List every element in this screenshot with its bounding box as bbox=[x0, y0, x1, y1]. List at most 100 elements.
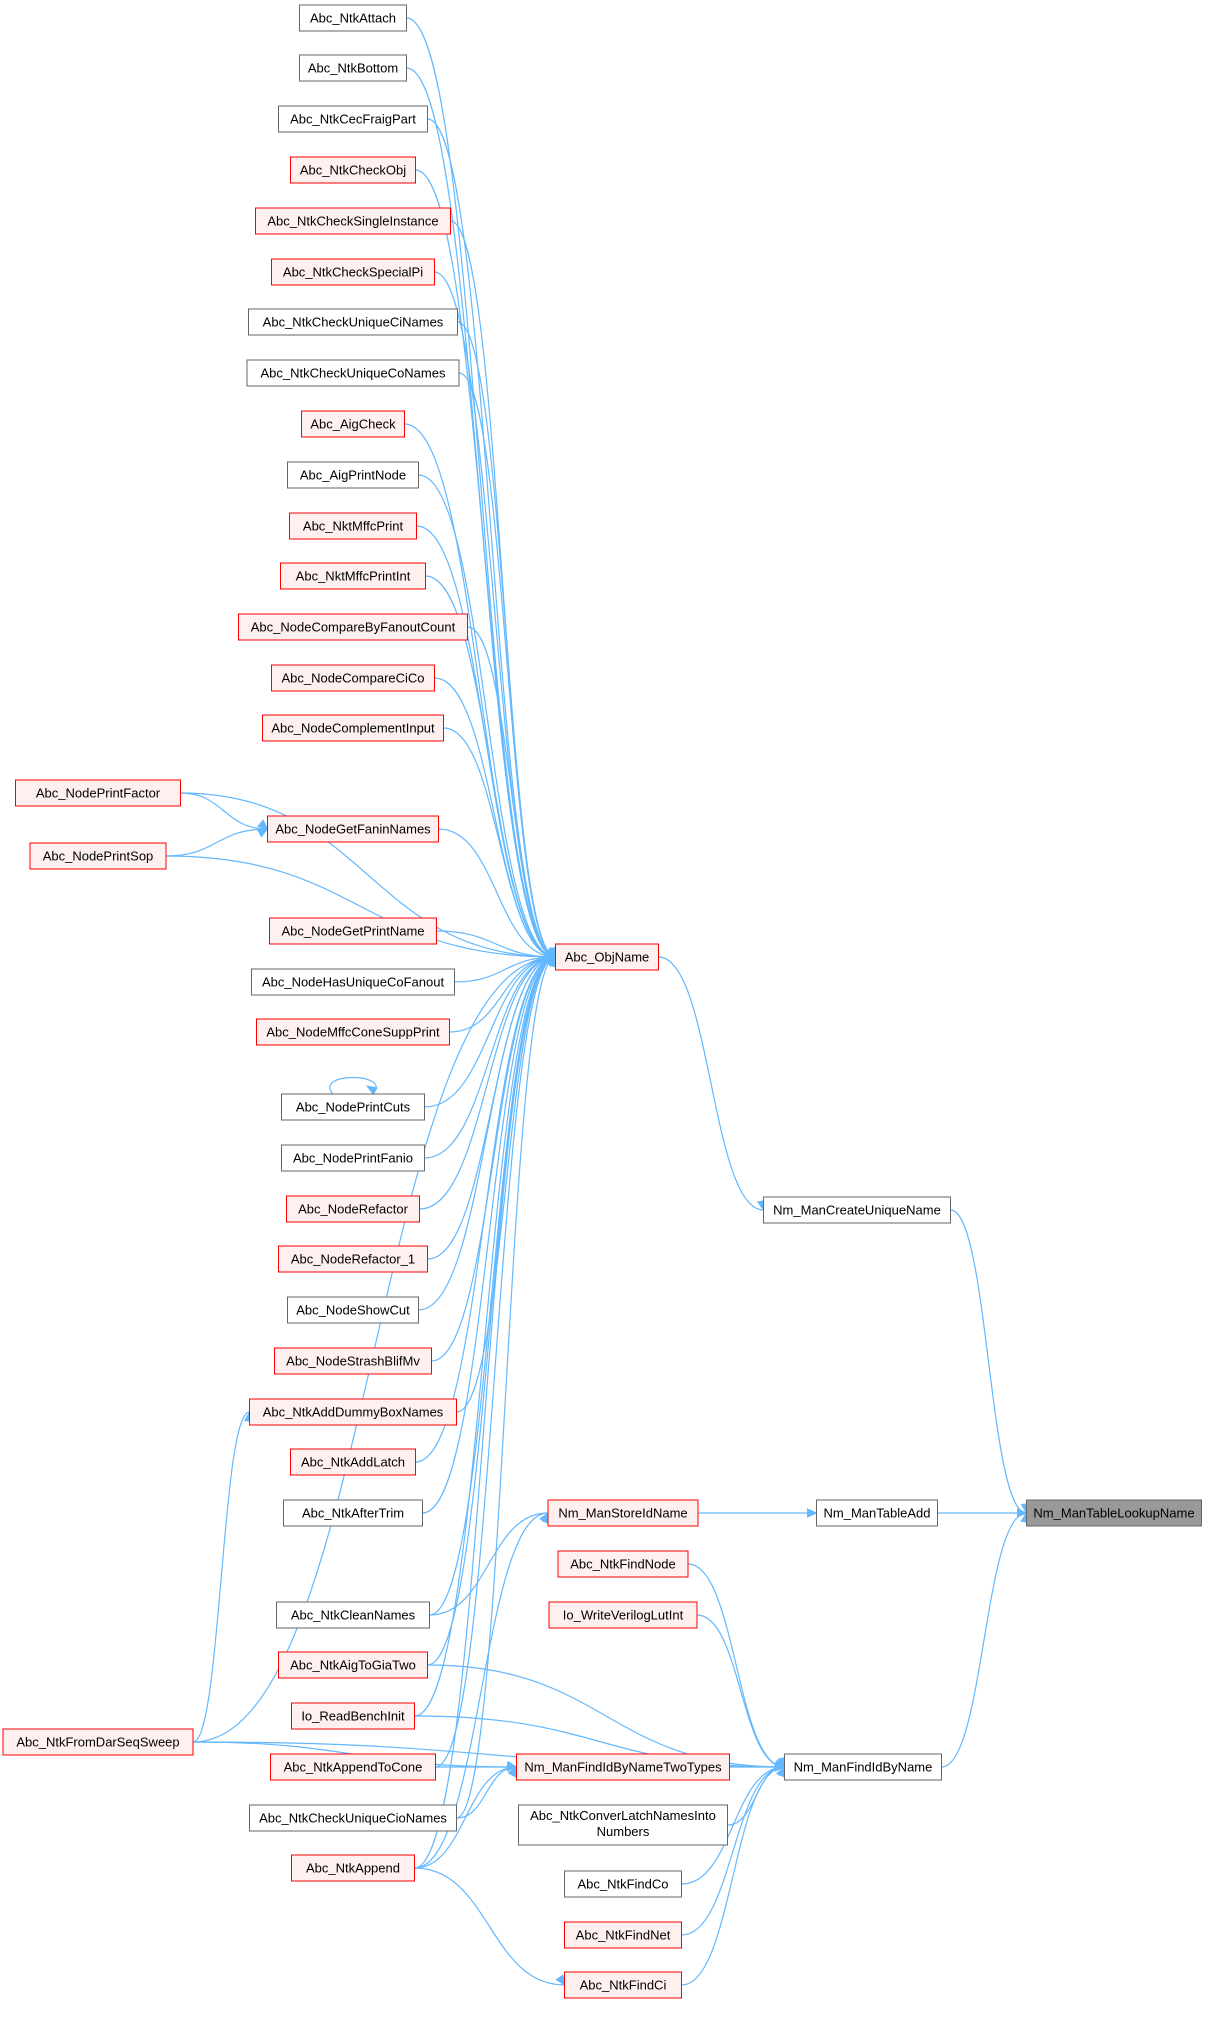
node-io-readbenchinit[interactable]: Io_ReadBenchInit bbox=[291, 1702, 415, 1730]
node-nm-manfindidbynametwotypes[interactable]: Nm_ManFindIdByNameTwoTypes bbox=[516, 1753, 730, 1781]
node-abc-ntkappendtocone[interactable]: Abc_NtkAppendToCone bbox=[270, 1753, 436, 1781]
node-box bbox=[763, 1196, 951, 1224]
node-box bbox=[290, 156, 416, 184]
node-abc-noderefactor-1[interactable]: Abc_NodeRefactor_1 bbox=[278, 1245, 428, 1273]
node-abc-ntkattach[interactable]: Abc_NtkAttach bbox=[299, 4, 407, 32]
node-label: Abc_NtkCheckUniqueCioNames bbox=[259, 1811, 447, 1826]
node-label: Abc_NodePrintFactor bbox=[36, 786, 161, 801]
node-abc-ntkbottom[interactable]: Abc_NtkBottom bbox=[299, 54, 407, 82]
node-abc-ntkfindnode[interactable]: Abc_NtkFindNode bbox=[557, 1550, 689, 1578]
edge-abc-ntkadddummyboxnames-to-abc-objname bbox=[456, 955, 560, 1413]
node-label: Io_ReadBenchInit bbox=[301, 1709, 405, 1724]
node-abc-ntkadddummyboxnames[interactable]: Abc_NtkAddDummyBoxNames bbox=[249, 1398, 457, 1426]
node-label: Abc_NtkAppendToCone bbox=[284, 1760, 423, 1775]
edge-io-writeveriloglutint-to-nm-manfindidbyname bbox=[696, 1614, 787, 1769]
node-box bbox=[291, 1702, 415, 1730]
node-label-line: Abc_NtkConverLatchNamesInto bbox=[530, 1808, 716, 1823]
node-label: Abc_NtkCheckSingleInstance bbox=[267, 214, 438, 229]
node-label: Abc_NtkCheckUniqueCoNames bbox=[261, 366, 446, 381]
node-box bbox=[267, 815, 439, 843]
node-label-line: Numbers bbox=[597, 1824, 650, 1839]
node-label: Abc_AigPrintNode bbox=[300, 468, 406, 483]
node-abc-ntkcheckuniquecionames[interactable]: Abc_NtkCheckUniqueCioNames bbox=[249, 1804, 457, 1832]
node-abc-ntkfindci[interactable]: Abc_NtkFindCi bbox=[564, 1971, 682, 1999]
node-abc-ntkcheckobj[interactable]: Abc_NtkCheckObj bbox=[290, 156, 416, 184]
node-box bbox=[283, 1499, 423, 1527]
node-nm-mantablelookupname[interactable]: Nm_ManTableLookupName bbox=[1026, 1499, 1202, 1527]
node-abc-ntkcheckuniquecinames[interactable]: Abc_NtkCheckUniqueCiNames bbox=[248, 308, 458, 336]
edge-abc-nodegetprintname-to-abc-objname bbox=[436, 930, 557, 958]
node-box bbox=[547, 1499, 699, 1527]
edge-abc-ntkappendtocone-to-abc-objname bbox=[435, 955, 560, 1768]
node-box bbox=[301, 410, 405, 438]
node-abc-nktmffcprintint[interactable]: Abc_NktMffcPrintInt bbox=[280, 562, 426, 590]
node-box bbox=[1026, 1499, 1202, 1527]
node-abc-nktmffcprint[interactable]: Abc_NktMffcPrint bbox=[289, 512, 417, 540]
node-label: Abc_NodeShowCut bbox=[296, 1303, 410, 1318]
node-nm-mancreateuniquename[interactable]: Nm_ManCreateUniqueName bbox=[763, 1196, 951, 1224]
node-label: Abc_NodePrintFanio bbox=[293, 1151, 413, 1166]
node-nm-mantableadd[interactable]: Nm_ManTableAdd bbox=[816, 1499, 938, 1527]
node-box bbox=[281, 1093, 425, 1121]
node-label: Abc_NodeRefactor bbox=[298, 1202, 409, 1217]
node-abc-nodecomparebyfanoutcount[interactable]: Abc_NodeCompareByFanoutCount bbox=[238, 613, 468, 641]
node-label: Abc_NtkCleanNames bbox=[291, 1608, 416, 1623]
node-label: Nm_ManStoreIdName bbox=[558, 1506, 687, 1521]
node-io-writeveriloglutint[interactable]: Io_WriteVerilogLutInt bbox=[548, 1601, 698, 1629]
node-box bbox=[784, 1753, 942, 1781]
edge-abc-objname-to-nm-mancreateuniquename bbox=[658, 956, 767, 1212]
node-label: Abc_NtkCheckObj bbox=[300, 163, 406, 178]
node-abc-nodemffcconesuppprint[interactable]: Abc_NodeMffcConeSuppPrint bbox=[256, 1018, 450, 1046]
node-box bbox=[246, 359, 460, 387]
node-abc-nodestrashblifmv[interactable]: Abc_NodeStrashBlifMv bbox=[274, 1347, 432, 1375]
node-label: Nm_ManCreateUniqueName bbox=[773, 1203, 941, 1218]
node-abc-ntkfindco[interactable]: Abc_NtkFindCo bbox=[564, 1870, 682, 1898]
edge-abc-nodestrashblifmv-to-abc-objname bbox=[431, 955, 559, 1362]
node-abc-nodehasuniquecofanout[interactable]: Abc_NodeHasUniqueCoFanout bbox=[251, 968, 455, 996]
node-box bbox=[278, 1651, 428, 1679]
node-abc-ntkappend[interactable]: Abc_NtkAppend bbox=[291, 1854, 415, 1882]
node-abc-ntkaftertrim[interactable]: Abc_NtkAfterTrim bbox=[283, 1499, 423, 1527]
node-abc-ntkcheckspecialpi[interactable]: Abc_NtkCheckSpecialPi bbox=[271, 258, 435, 286]
node-label: Nm_ManTableLookupName bbox=[1033, 1506, 1194, 1521]
node-abc-nodegetfaninnames[interactable]: Abc_NodeGetFaninNames bbox=[267, 815, 439, 843]
node-label: Abc_NodeRefactor_1 bbox=[291, 1252, 415, 1267]
node-label: Abc_NtkCheckSpecialPi bbox=[283, 265, 423, 280]
node-abc-ntkchecksingleinstance[interactable]: Abc_NtkCheckSingleInstance bbox=[255, 207, 451, 235]
node-abc-ntkfromdarseqsweep[interactable]: Abc_NtkFromDarSeqSweep bbox=[2, 1728, 194, 1756]
node-box bbox=[278, 105, 428, 133]
node-abc-nodecomplementinput[interactable]: Abc_NodeComplementInput bbox=[262, 714, 444, 742]
node-abc-ntkaigtogiatwo[interactable]: Abc_NtkAigToGiaTwo bbox=[278, 1651, 428, 1679]
node-nm-manfindidbyname[interactable]: Nm_ManFindIdByName bbox=[784, 1753, 942, 1781]
node-box bbox=[256, 1018, 450, 1046]
node-abc-nodeshowcut[interactable]: Abc_NodeShowCut bbox=[287, 1296, 419, 1324]
node-abc-ntkfindnet[interactable]: Abc_NtkFindNet bbox=[564, 1921, 682, 1949]
node-abc-nodegetprintname[interactable]: Abc_NodeGetPrintName bbox=[269, 917, 437, 945]
node-abc-nodeprintfactor[interactable]: Abc_NodePrintFactor bbox=[15, 779, 181, 807]
node-abc-aigprintnode[interactable]: Abc_AigPrintNode bbox=[287, 461, 419, 489]
node-abc-nodeprintfanio[interactable]: Abc_NodePrintFanio bbox=[281, 1144, 425, 1172]
node-label: Abc_NktMffcPrintInt bbox=[296, 569, 411, 584]
node-abc-aigcheck[interactable]: Abc_AigCheck bbox=[301, 410, 405, 438]
node-abc-ntkcheckuniqueconames[interactable]: Abc_NtkCheckUniqueCoNames bbox=[246, 359, 460, 387]
node-label: Abc_NodeMffcConeSuppPrint bbox=[266, 1025, 440, 1040]
node-label: Abc_NtkAddDummyBoxNames bbox=[263, 1405, 444, 1420]
node-abc-ntkcleannames[interactable]: Abc_NtkCleanNames bbox=[276, 1601, 430, 1629]
node-abc-noderefactor[interactable]: Abc_NodeRefactor bbox=[286, 1195, 420, 1223]
node-nm-manstoreidname[interactable]: Nm_ManStoreIdName bbox=[547, 1499, 699, 1527]
node-box bbox=[287, 1296, 419, 1324]
node-box bbox=[271, 258, 435, 286]
node-box bbox=[249, 1398, 457, 1426]
node-label: Abc_AigCheck bbox=[310, 417, 396, 432]
node-abc-nodecomparecico[interactable]: Abc_NodeCompareCiCo bbox=[271, 664, 435, 692]
node-abc-nodeprintsop[interactable]: Abc_NodePrintSop bbox=[29, 842, 167, 870]
node-abc-ntkcecfraigpart[interactable]: Abc_NtkCecFraigPart bbox=[278, 105, 428, 133]
node-box bbox=[564, 1870, 682, 1898]
node-box bbox=[555, 943, 659, 971]
node-abc-ntkaddlatch[interactable]: Abc_NtkAddLatch bbox=[290, 1448, 416, 1476]
node-abc-nodeprintcuts[interactable]: Abc_NodePrintCuts bbox=[281, 1093, 425, 1121]
node-box bbox=[276, 1601, 430, 1629]
node-abc-objname[interactable]: Abc_ObjName bbox=[555, 943, 659, 971]
edge-nm-mantableadd-to-nm-mantablelookupname bbox=[937, 1508, 1028, 1518]
